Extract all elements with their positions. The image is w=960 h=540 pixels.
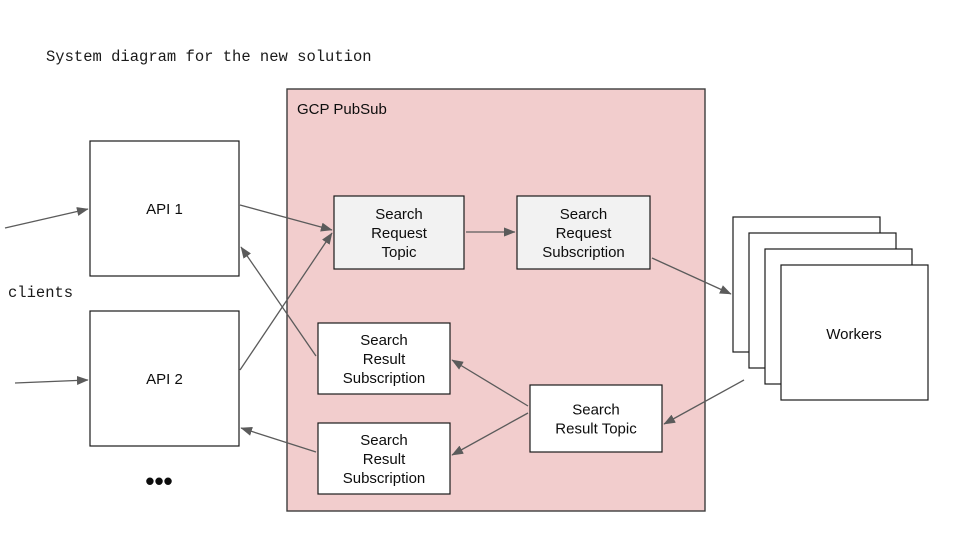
edge-client-to-api-1 xyxy=(4,207,89,229)
edge-api-2-to-request-topic xyxy=(239,232,333,371)
node-workers[interactable]: Workers xyxy=(732,216,929,401)
node-search-result-subscription-2-rect xyxy=(317,422,451,495)
node-search-request-topic-label-line-3: Topic xyxy=(381,244,417,261)
clients-label: clients xyxy=(8,284,73,302)
edge-workers-to-result-topic xyxy=(663,379,745,425)
node-api-2-label-line-1: API 2 xyxy=(146,371,183,388)
edges-layer xyxy=(4,204,745,456)
node-search-request-subscription-rect xyxy=(516,195,651,270)
node-search-request-subscription-label-line-1: Search xyxy=(560,206,608,223)
node-search-request-subscription-label-line-2: Request xyxy=(556,225,613,242)
workers-group: Workers xyxy=(732,216,929,401)
edge-result-subscription-2-to-api-2 xyxy=(240,427,317,453)
workers-card-4 xyxy=(780,264,929,401)
node-search-result-topic-label-line-1: Search xyxy=(572,402,620,419)
node-search-result-subscription-2-label-line-1: Search xyxy=(360,432,408,449)
workers-label: Workers xyxy=(826,326,882,343)
node-search-request-topic-label-line-1: Search xyxy=(375,206,423,223)
node-search-request-topic-rect xyxy=(333,195,465,270)
node-search-result-subscription-1-label-line-2: Result xyxy=(363,351,406,368)
node-search-result-subscription-2-label-line-2: Result xyxy=(363,451,406,468)
edge-result-subscription-1-to-api-1 xyxy=(240,246,317,357)
node-search-request-topic-label-line-2: Request xyxy=(371,225,428,242)
more-apis-ellipsis: ••• xyxy=(145,466,172,496)
node-api-2[interactable]: API 2 xyxy=(89,310,240,447)
edge-result-topic-to-subscription-1 xyxy=(451,359,529,407)
edge-result-topic-to-subscription-2 xyxy=(451,412,529,456)
edge-api-1-to-request-topic xyxy=(239,204,333,232)
edge-client-to-api-2 xyxy=(14,375,89,385)
page-title: System diagram for the new solution xyxy=(46,48,372,66)
node-api-1-rect xyxy=(89,140,240,277)
node-search-request-subscription-label-line-3: Subscription xyxy=(542,244,625,261)
node-search-result-subscription-2-label-line-3: Subscription xyxy=(343,470,426,487)
node-search-result-topic-rect xyxy=(529,384,663,453)
node-api-1-label-line-1: API 1 xyxy=(146,201,183,218)
node-api-1[interactable]: API 1 xyxy=(89,140,240,277)
node-search-result-subscription-1-rect xyxy=(317,322,451,395)
gcp-pubsub-label: GCP PubSub xyxy=(297,101,387,118)
edge-request-subscription-to-workers xyxy=(651,257,732,295)
node-search-result-topic-label-line-2: Result Topic xyxy=(555,421,637,438)
node-search-result-subscription-1-label-line-3: Subscription xyxy=(343,370,426,387)
node-search-result-subscription-1-label-line-1: Search xyxy=(360,332,408,349)
node-api-2-rect xyxy=(89,310,240,447)
